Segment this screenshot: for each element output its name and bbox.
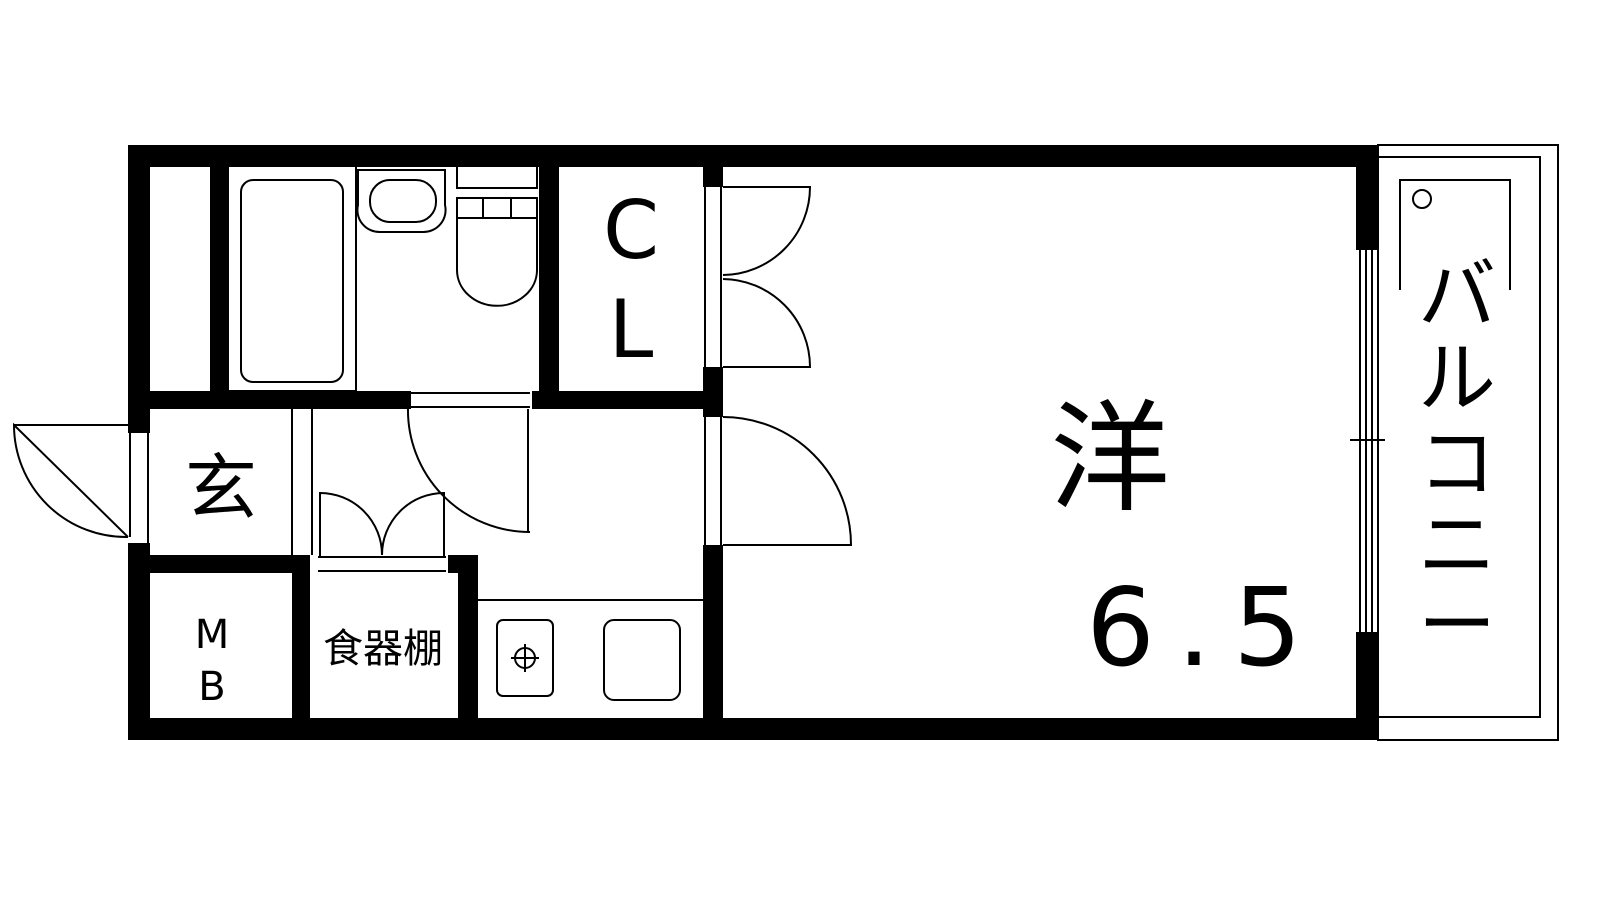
toilet-tank — [456, 165, 538, 189]
cupboard-door-left — [319, 491, 383, 557]
balcony — [1377, 144, 1559, 741]
wall-main-mid — [703, 367, 723, 417]
balcony-inner — [1377, 156, 1541, 718]
washbasin-inner — [369, 179, 437, 223]
bathroom-fixtures — [227, 162, 538, 392]
wall-cupboard-kitchen — [458, 555, 478, 740]
balcony-drain-icon — [1412, 189, 1432, 209]
wall-bath-bottom-right — [532, 391, 723, 409]
western-room-size: 6.5 — [1086, 566, 1324, 691]
closet-label-c: C — [603, 184, 659, 277]
balcony-char-5: ー — [1418, 581, 1496, 671]
wall-toilet-closet — [539, 163, 559, 409]
balcony-drain-frame — [1399, 179, 1511, 290]
balcony-char-4: ニ — [1418, 501, 1496, 591]
washbasin-outer — [356, 169, 447, 234]
stove — [496, 619, 554, 697]
entrance-door — [12, 422, 129, 539]
labels: C L 玄 M B 食器棚 洋 6.5 バ ル コ ニ ー — [185, 184, 1496, 710]
wall-bath-bottom-left — [128, 391, 411, 409]
wall-right-lower — [1356, 632, 1378, 740]
bathtub-outer — [227, 162, 357, 392]
door-swings — [12, 186, 853, 557]
balcony-char-1: バ — [1418, 251, 1496, 341]
kitchen-sink — [603, 619, 681, 701]
cupboard-label: 食器棚 — [323, 626, 443, 672]
kitchen-fixtures — [496, 619, 681, 701]
wall-left-upper — [128, 145, 150, 433]
window-lines — [129, 187, 1385, 632]
wall-top — [128, 145, 1378, 167]
meter-box-label-m: M — [195, 612, 230, 658]
western-room-label: 洋 — [1050, 390, 1170, 529]
entrance-label: 玄 — [185, 446, 257, 530]
bathtub-inner — [240, 179, 344, 383]
wall-right-upper — [1356, 145, 1378, 250]
wall-mb-cupboard — [292, 555, 310, 740]
wall-main-lower — [703, 545, 723, 740]
cupboard-door-right — [381, 491, 445, 557]
toilet-bowl — [456, 198, 538, 307]
closet-door-lower — [722, 278, 812, 368]
closet-label-l: L — [609, 283, 654, 376]
bath-door-arc — [406, 406, 531, 533]
meter-box-label-b: B — [198, 664, 225, 710]
outer-walls — [128, 145, 1378, 740]
balcony-char-2: ル — [1418, 334, 1496, 424]
toilet-lid — [456, 197, 538, 219]
closet-door-upper — [722, 186, 812, 276]
wall-bottom — [128, 718, 1378, 740]
interior-walls — [128, 145, 723, 740]
wall-mb-top — [128, 555, 308, 573]
wall-main-upper — [703, 145, 723, 187]
wall-left-lower — [128, 543, 150, 740]
room-door — [722, 416, 853, 546]
balcony-char-3: コ — [1418, 419, 1496, 509]
wall-storage-bath — [210, 163, 228, 409]
